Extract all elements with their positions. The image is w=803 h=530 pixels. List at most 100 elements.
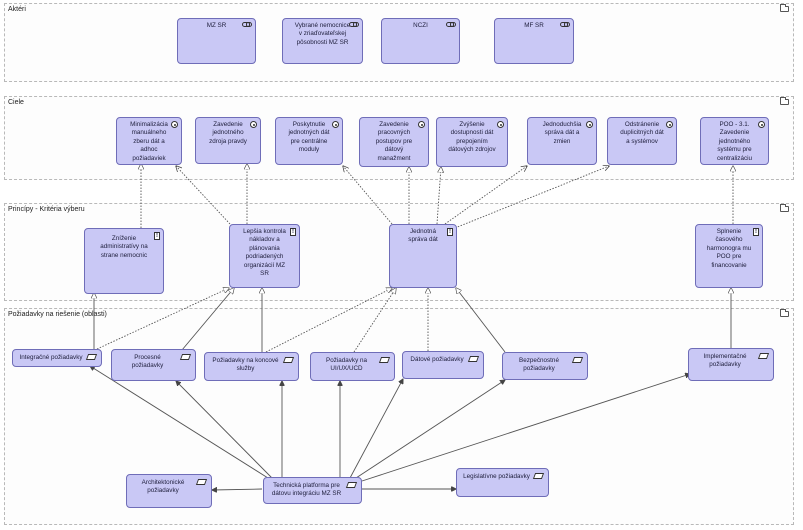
req-integracne[interactable]: Integračné požiadavky xyxy=(12,349,102,367)
folder-icon[interactable] xyxy=(780,204,789,212)
requirement-icon xyxy=(378,357,391,363)
requirement-icon xyxy=(532,473,545,479)
req-procesne[interactable]: Procesné požiadavky xyxy=(111,349,196,381)
link-platform-integracne xyxy=(90,366,269,479)
target-icon xyxy=(497,121,504,128)
actor-icon xyxy=(446,22,456,27)
folder-icon[interactable] xyxy=(780,309,789,317)
link-procesne-lepsia xyxy=(181,288,234,351)
req-datove[interactable]: Dátové požiadavky xyxy=(402,351,484,379)
link-integracne-lepsia xyxy=(96,288,229,350)
target-icon xyxy=(586,121,593,128)
req-legislativne[interactable]: Legislatívne požiadavky xyxy=(456,468,549,497)
principle-lepsia-kontrola[interactable]: Lepšia kontrola nákladov a plánovania po… xyxy=(229,224,300,288)
link-platform-procesne xyxy=(176,381,273,479)
goal-label: Zvýšenie dostupnosti dát prepojením dáto… xyxy=(448,121,496,154)
goal-label: Jednoduchšia správa dát a zmien xyxy=(542,121,582,145)
req-bezpecnostne[interactable]: Bezpečnostné požiadavky xyxy=(502,352,588,380)
requirement-label: Technická platforma pre dátovu integráci… xyxy=(271,482,342,498)
principle-icon: ! xyxy=(154,232,160,240)
requirement-label: Integračné požiadavky xyxy=(19,354,83,361)
folder-icon[interactable] xyxy=(780,4,789,12)
target-icon xyxy=(758,121,765,128)
actor-icon xyxy=(349,22,359,27)
goal-label: Odstránenie duplicitných dát a systémov xyxy=(620,121,664,145)
link-jednotna-dostupnost xyxy=(436,167,441,225)
target-icon xyxy=(332,121,339,128)
goal-dostupnost-dat[interactable]: Zvýšenie dostupnosti dát prepojením dáto… xyxy=(436,117,508,167)
link-platform-implementacne xyxy=(361,374,690,482)
requirement-icon xyxy=(179,354,192,360)
folder-icon[interactable] xyxy=(780,97,789,105)
goal-label: Zavedenie jednotného zdroja pravdy xyxy=(209,121,247,145)
req-architektonicke[interactable]: Architektonické požiadavky xyxy=(126,474,212,508)
target-icon xyxy=(418,121,425,128)
goal-label: Poskytnutie jednotných dát pre centrálne… xyxy=(288,121,330,154)
actor-icon xyxy=(242,22,252,27)
principle-label: Lepšia kontrola nákladov a plánovania po… xyxy=(243,228,286,278)
target-icon xyxy=(250,121,257,128)
group-title-ciele: Ciele xyxy=(8,99,24,106)
target-icon xyxy=(666,121,673,128)
req-technicka-platforma[interactable]: Technická platforma pre dátovu integráci… xyxy=(263,477,362,504)
requirement-icon xyxy=(757,353,770,359)
link-bezpecnostne-jednotna xyxy=(456,288,506,353)
principle-icon: ! xyxy=(753,228,759,236)
actor-vybrane-nemocnice[interactable]: Vybrané nemocnice v zriaďovateľskej pôso… xyxy=(282,18,363,64)
group-title-principy: Princípy - Kritéria výberu xyxy=(8,206,85,213)
req-implementacne[interactable]: Implementačné požiadavky xyxy=(688,348,774,381)
link-platform-architektonicke xyxy=(212,489,263,490)
group-title-aktori: Aktéri xyxy=(8,6,26,13)
actor-label: MZ SR xyxy=(206,22,227,29)
goal-poo[interactable]: POO - 3.1. Zavedenie jednotného systému … xyxy=(700,117,769,165)
link-lepsia-minimalizacia xyxy=(176,166,231,225)
actor-label: NCZI xyxy=(413,22,428,29)
link-uiux-jednotna xyxy=(353,288,396,353)
principle-jednotna-sprava[interactable]: Jednotná správa dát ! xyxy=(389,224,457,288)
goal-zdroj-pravdy[interactable]: Zavedenie jednotného zdroja pravdy xyxy=(195,117,261,164)
link-jednotna-poskytnutie xyxy=(343,166,393,225)
goal-label: Minimalizácia manuálneho zberu dát a adh… xyxy=(130,121,168,162)
link-platform-bezpecnostne xyxy=(355,380,505,479)
requirement-label: Architektonické požiadavky xyxy=(141,479,185,495)
goal-label: Zavedenie pracovných postupov pre dátový… xyxy=(375,121,413,162)
req-koncove-sluzby[interactable]: Požiadavky na koncové služby xyxy=(204,352,299,381)
requirement-label: Požiadavky na UI/UX/UCD xyxy=(326,357,367,373)
goal-duplicity[interactable]: Odstránenie duplicitných dát a systémov xyxy=(607,117,677,165)
requirement-label: Požiadavky na koncové služby xyxy=(212,357,279,373)
requirement-label: Procesné požiadavky xyxy=(131,354,164,370)
goal-pracovne-postupy[interactable]: Zavedenie pracovných postupov pre dátový… xyxy=(359,117,429,167)
goal-minimalizacia[interactable]: Minimalizácia manuálneho zberu dát a adh… xyxy=(116,117,182,165)
requirement-label: Implementačné požiadavky xyxy=(703,353,747,369)
requirement-label: Bezpečnostné požiadavky xyxy=(519,357,559,373)
requirement-icon xyxy=(282,357,295,363)
requirement-icon xyxy=(85,354,98,360)
principle-label: Jednotná správa dát xyxy=(408,228,438,244)
actor-label: Vybrané nemocnice v zriaďovateľskej pôso… xyxy=(294,22,351,46)
link-jednotna-duplicity xyxy=(454,166,609,229)
actor-icon xyxy=(560,22,570,27)
principle-splnenie-harmonogramu[interactable]: Splnenie časového harmonogra mu POO pre … xyxy=(695,224,763,288)
requirement-icon xyxy=(345,482,358,488)
goal-jednotne-data[interactable]: Poskytnutie jednotných dát pre centrálne… xyxy=(275,117,343,165)
principle-znizenie-administrativy[interactable]: Zníženie administratívy na strane nemocn… xyxy=(84,228,164,294)
requirement-icon xyxy=(571,357,584,363)
requirement-label: Legislatívne požiadavky xyxy=(463,473,530,480)
actor-mf-sr[interactable]: MF SR xyxy=(494,18,574,64)
target-icon xyxy=(171,121,178,128)
principle-label: Splnenie časového harmonogra mu POO pre … xyxy=(706,228,752,269)
link-platform-datove xyxy=(349,379,403,479)
goal-sprava-dat[interactable]: Jednoduchšia správa dát a zmien xyxy=(527,117,597,165)
requirement-icon xyxy=(195,479,208,485)
requirement-icon xyxy=(467,356,480,362)
actor-nczi[interactable]: NCZI xyxy=(381,18,460,64)
link-koncove-jednotna xyxy=(265,288,392,353)
requirement-label: Dátové požiadavky xyxy=(410,356,464,363)
actor-mz-sr[interactable]: MZ SR xyxy=(177,18,256,64)
req-ui-ux-ucd[interactable]: Požiadavky na UI/UX/UCD xyxy=(310,352,395,381)
principle-label: Zníženie administratívy na strane nemocn… xyxy=(100,235,148,259)
group-title-poziadavky: Požiadavky na riešenie (oblasti) xyxy=(8,311,107,318)
actor-label: MF SR xyxy=(524,22,544,29)
principle-icon: ! xyxy=(290,228,296,236)
